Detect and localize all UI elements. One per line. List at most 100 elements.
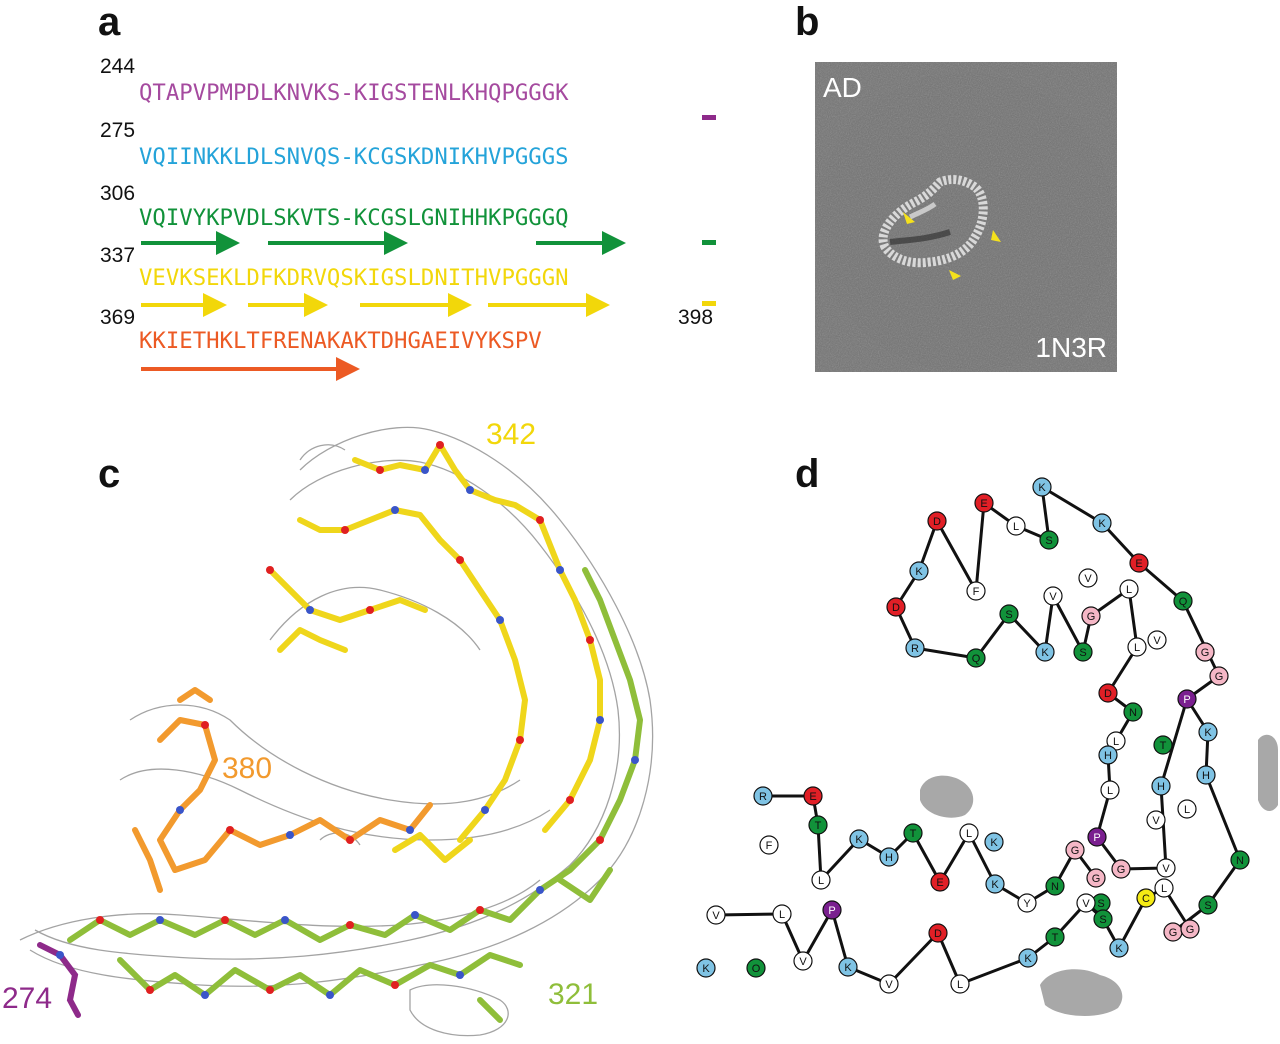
residue-node: G <box>1086 868 1106 888</box>
micrograph-antibody-label: 1N3R <box>1035 332 1107 363</box>
residue-letter: L <box>1161 883 1167 895</box>
residue-circle <box>746 958 766 978</box>
residue-letter: V <box>1153 635 1161 647</box>
residue-letter: N <box>1236 855 1244 867</box>
residue-node: G <box>1195 642 1215 662</box>
residue-node: H <box>1151 776 1171 796</box>
residue-circle <box>1147 630 1167 650</box>
residue-circle <box>1119 579 1139 599</box>
residue-node: V <box>1043 586 1063 606</box>
residue-circle <box>1093 909 1113 929</box>
residue-letter: D <box>1104 688 1112 700</box>
residue-node: P <box>1177 689 1197 709</box>
residue-letter: V <box>1084 573 1092 585</box>
chain-purple <box>37 942 81 1018</box>
residue-node: N <box>1230 850 1250 870</box>
residue-node: G <box>1163 922 1183 942</box>
residue-letter: L <box>1113 736 1119 748</box>
residue-letter: V <box>799 956 807 968</box>
residue-node: K <box>696 958 716 978</box>
atomic-model-density <box>19 426 654 1037</box>
residue-letter: K <box>844 962 852 974</box>
residue-letter: G <box>1117 864 1126 876</box>
residue-letter: E <box>809 791 816 803</box>
residue-circle <box>886 597 906 617</box>
residue-circle <box>999 604 1019 624</box>
residue-circle <box>1073 642 1093 662</box>
residue-label-342: 342 <box>486 418 537 451</box>
residue-node: L <box>1100 780 1120 800</box>
residue-node: V <box>706 905 726 925</box>
residue-letter: K <box>702 963 710 975</box>
arrowhead-marker <box>903 212 915 224</box>
residue-letter: T <box>1052 932 1059 944</box>
residue-node: S <box>1198 895 1218 915</box>
residue-circle <box>822 900 842 920</box>
residue-circle <box>1098 745 1118 765</box>
residue-letter: T <box>815 820 822 832</box>
sequence-row-start: 275 <box>100 119 136 142</box>
fibril-density <box>878 175 988 268</box>
residue-circle <box>1173 591 1193 611</box>
residue-letter: H <box>885 852 893 864</box>
residue-node: Y <box>1017 893 1037 913</box>
residue-letter: N <box>1051 881 1059 893</box>
residue-letter: K <box>1115 943 1123 955</box>
extra-density-blob <box>1258 734 1278 812</box>
residue-node: H <box>1098 745 1118 765</box>
residue-node: O <box>746 958 766 978</box>
residue-letter: G <box>1186 924 1195 936</box>
arrowhead-marker <box>991 230 1001 242</box>
residue-node: G <box>1065 840 1085 860</box>
residue-letter: K <box>1204 727 1212 739</box>
residue-label-380: 380 <box>222 752 273 785</box>
residue-circle <box>793 951 813 971</box>
residue-circle <box>696 958 716 978</box>
residue-node: T <box>1153 735 1173 755</box>
residue-circle <box>1209 666 1229 686</box>
residue-node: S <box>1093 909 1113 929</box>
sequence-row-start: 244 <box>100 55 136 78</box>
residue-letter: G <box>1071 845 1080 857</box>
residue-circle <box>849 829 869 849</box>
residue-circle <box>1086 868 1106 888</box>
residue-letter: O <box>752 963 761 975</box>
residue-letter: V <box>1049 591 1057 603</box>
residue-node: L <box>959 823 979 843</box>
extra-density-blob <box>920 775 974 818</box>
residue-node: K <box>909 561 929 581</box>
residue-letter: P <box>1093 832 1100 844</box>
residue-node: L <box>1154 878 1174 898</box>
residue-node: H <box>1196 765 1216 785</box>
sequence-row: VQIVYKPVDLSKVTS-KCGSLGNIHHKPGGGQ <box>139 205 569 231</box>
sequence-row-start: 337 <box>100 244 136 267</box>
residue-node: V <box>879 974 899 994</box>
residue-circle <box>927 511 947 531</box>
residue-circle <box>966 581 986 601</box>
sequence-end-marker <box>702 115 716 120</box>
residue-node: R <box>905 638 925 658</box>
residue-letter: D <box>934 928 942 940</box>
residue-node: E <box>974 493 994 513</box>
residue-circle <box>1156 858 1176 878</box>
residue-letter: K <box>1098 518 1106 530</box>
sequence-end-marker <box>702 301 716 306</box>
sequence-end-marker <box>702 240 716 245</box>
sequence-row-start: 306 <box>100 182 136 205</box>
residue-node: N <box>1045 876 1065 896</box>
residue-letter: L <box>1184 804 1190 816</box>
residue-circle <box>879 847 899 867</box>
residue-node: K <box>1198 722 1218 742</box>
residue-circle <box>1198 895 1218 915</box>
residue-circle <box>1109 938 1129 958</box>
residue-node: L <box>950 974 970 994</box>
residue-circle <box>879 974 899 994</box>
residue-letter: K <box>991 879 999 891</box>
residue-letter: L <box>957 979 963 991</box>
residue-circle <box>759 835 779 855</box>
residue-letter: V <box>885 979 893 991</box>
residue-node: R <box>753 786 773 806</box>
residue-circle <box>1065 840 1085 860</box>
residue-node: G <box>1111 859 1131 879</box>
residue-letter: G <box>1215 671 1224 683</box>
